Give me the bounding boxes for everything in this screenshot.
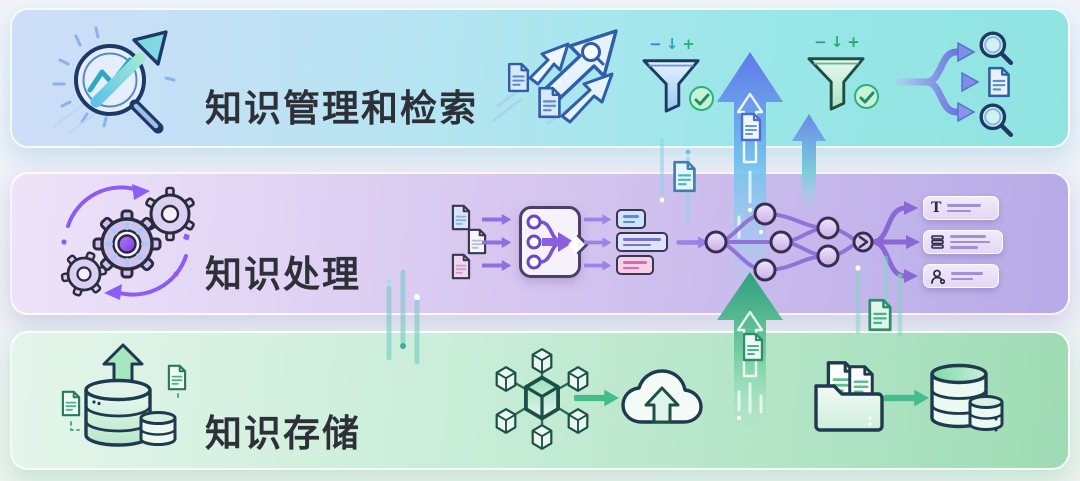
route-results-icon (896, 22, 1065, 140)
chunk-card-lavender (616, 232, 668, 252)
band-title-storage: 知识存储 (205, 411, 361, 455)
cube-network-icon (486, 348, 598, 450)
flow-arrow-icon (482, 212, 512, 227)
filter-funnel-green-icon: −↓+ (803, 33, 879, 111)
documents-rising-arrows-icon (492, 26, 624, 126)
chunk-card-pink (616, 255, 654, 275)
band-title-processing: 知识处理 (205, 252, 361, 296)
flow-arrow-icon (584, 212, 612, 227)
flow-arrow-icon (482, 258, 512, 273)
floating-document-icon (741, 332, 765, 362)
entity-output-card (923, 264, 999, 288)
flow-arrow-icon (584, 258, 612, 273)
filter-controls: −↓+ (649, 35, 699, 53)
person-icon (931, 269, 946, 284)
data-streaks-icon (383, 266, 427, 366)
gears-sync-icon (52, 182, 202, 300)
database-pair-icon (928, 360, 1004, 436)
flow-arrow-green-icon (884, 386, 930, 410)
folder-documents-icon (812, 358, 886, 434)
search-trend-icon (46, 22, 196, 134)
flow-arrow-icon (584, 235, 612, 250)
check-badge-icon (854, 84, 879, 109)
chunk-card-blue (616, 209, 646, 229)
filter-controls: −↓+ (814, 33, 864, 51)
floating-document-icon (866, 298, 894, 332)
text-type-icon: T (931, 200, 942, 216)
floating-document-icon (739, 112, 763, 142)
filter-funnel-blue-icon: −↓+ (638, 35, 714, 113)
check-badge-icon (689, 86, 714, 111)
layers-icon (931, 235, 944, 249)
cloud-upload-icon (620, 364, 704, 432)
flow-arrow-green-icon (574, 386, 620, 410)
text-output-card: T (923, 196, 999, 220)
band-title-retrieval: 知识管理和检索 (205, 86, 478, 130)
structured-output-card (923, 230, 1003, 254)
upflow-arrow-small-icon (792, 114, 826, 210)
flow-arrow-icon (482, 235, 512, 250)
database-upload-icon (52, 342, 202, 457)
merge-processor-icon (519, 206, 581, 278)
floating-document-icon (671, 160, 698, 193)
knowledge-graph-icon (702, 190, 882, 294)
